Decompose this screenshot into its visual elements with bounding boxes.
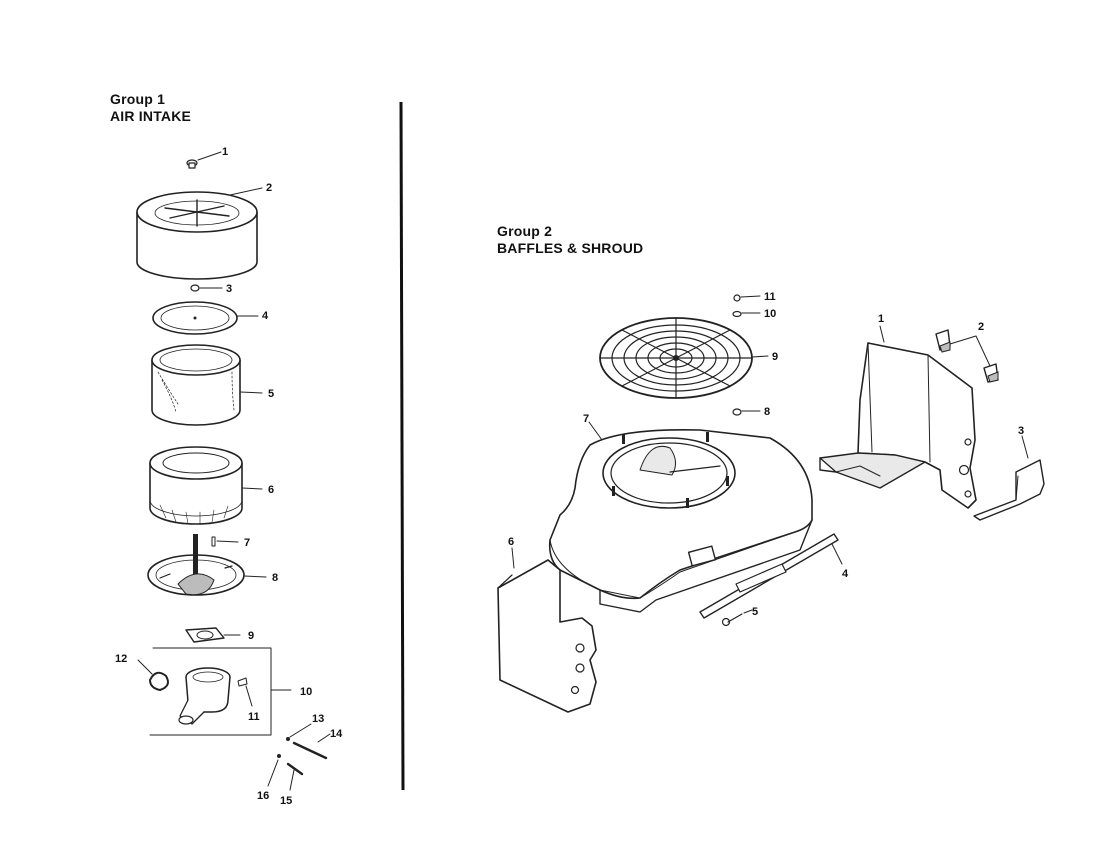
g2-part-10-washer (732, 310, 761, 318)
g2-part-7-blower-housing (548, 421, 813, 613)
g1-part-12-clamp (137, 659, 169, 691)
g1-callout-4: 4 (262, 310, 269, 322)
g1-part-15-16-pin (267, 754, 304, 791)
group-2-subtitle: BAFFLES & SHROUD (497, 240, 644, 256)
g1-callout-14: 14 (330, 728, 343, 740)
g1-callout-12: 12 (115, 653, 127, 665)
g2-part-4-strip (699, 533, 843, 619)
group-1-header: Group 1 AIR INTAKE (110, 91, 191, 125)
g2-part-9-grille (599, 317, 769, 399)
g2-callout-8: 8 (764, 406, 770, 418)
g1-callout-15: 15 (280, 795, 292, 807)
g1-callout-13: 13 (312, 713, 324, 725)
g2-callout-5: 5 (752, 606, 758, 618)
g2-part-1-rear-baffle (819, 325, 977, 509)
g2-part-6-side-baffle (497, 547, 597, 713)
g1-part-10-bracket (149, 647, 292, 736)
g2-callout-2: 2 (978, 321, 984, 333)
g1-callout-9: 9 (248, 630, 254, 642)
g1-callout-11: 11 (248, 711, 260, 723)
g1-callout-16: 16 (257, 790, 269, 802)
g1-callout-6: 6 (268, 484, 274, 496)
g2-part-3-side-plate (973, 435, 1045, 521)
g1-callout-7: 7 (244, 537, 250, 549)
g2-part-5-screw (721, 609, 753, 627)
g1-callout-1: 1 (222, 146, 228, 158)
g2-callout-7: 7 (583, 413, 589, 425)
g2-part-11-nut (733, 294, 761, 302)
g1-callout-3: 3 (226, 283, 232, 295)
group-1-subtitle: AIR INTAKE (110, 108, 192, 124)
group-1-drawing: 1 2 3 4 5 6 7 8 9 10 11 12 13 14 15 16 (115, 146, 343, 807)
g1-part-10-elbow (178, 667, 231, 725)
g2-part-2-clips (935, 329, 999, 383)
g1-part-6-element (149, 446, 263, 525)
g2-callout-9: 9 (772, 351, 778, 363)
group-divider (399, 101, 405, 791)
g1-callout-2: 2 (266, 182, 272, 194)
group-2-drawing: 1 2 3 4 5 6 7 8 9 10 11 (497, 291, 1045, 713)
g2-callout-6: 6 (508, 536, 514, 548)
g1-callout-5: 5 (268, 388, 274, 400)
group-2-header: Group 2 BAFFLES & SHROUD (497, 223, 643, 257)
g1-part-9-gasket (185, 627, 241, 643)
g1-part-4-plate (152, 301, 259, 335)
g1-part-2-cover (136, 187, 263, 280)
g2-callout-10: 10 (764, 308, 776, 320)
g1-callout-10: 10 (300, 686, 312, 698)
g1-part-5-precleaner (151, 344, 263, 426)
g1-part-1-wing-nut (186, 151, 222, 169)
g2-part-8-spacer (732, 408, 761, 416)
g1-part-13-14-rod (286, 723, 331, 760)
g2-callout-11: 11 (764, 291, 776, 303)
g1-part-3-nut (190, 284, 223, 292)
g2-callout-1: 1 (878, 313, 884, 325)
g1-callout-8: 8 (272, 572, 278, 584)
group-1-title: Group 1 (110, 91, 166, 107)
g2-callout-4: 4 (842, 568, 849, 580)
g1-part-8-base (147, 534, 267, 596)
g2-callout-3: 3 (1018, 425, 1024, 437)
g1-part-7-stud (211, 536, 239, 547)
g1-part-11-screw (237, 677, 253, 707)
group-2-title: Group 2 (497, 223, 553, 239)
